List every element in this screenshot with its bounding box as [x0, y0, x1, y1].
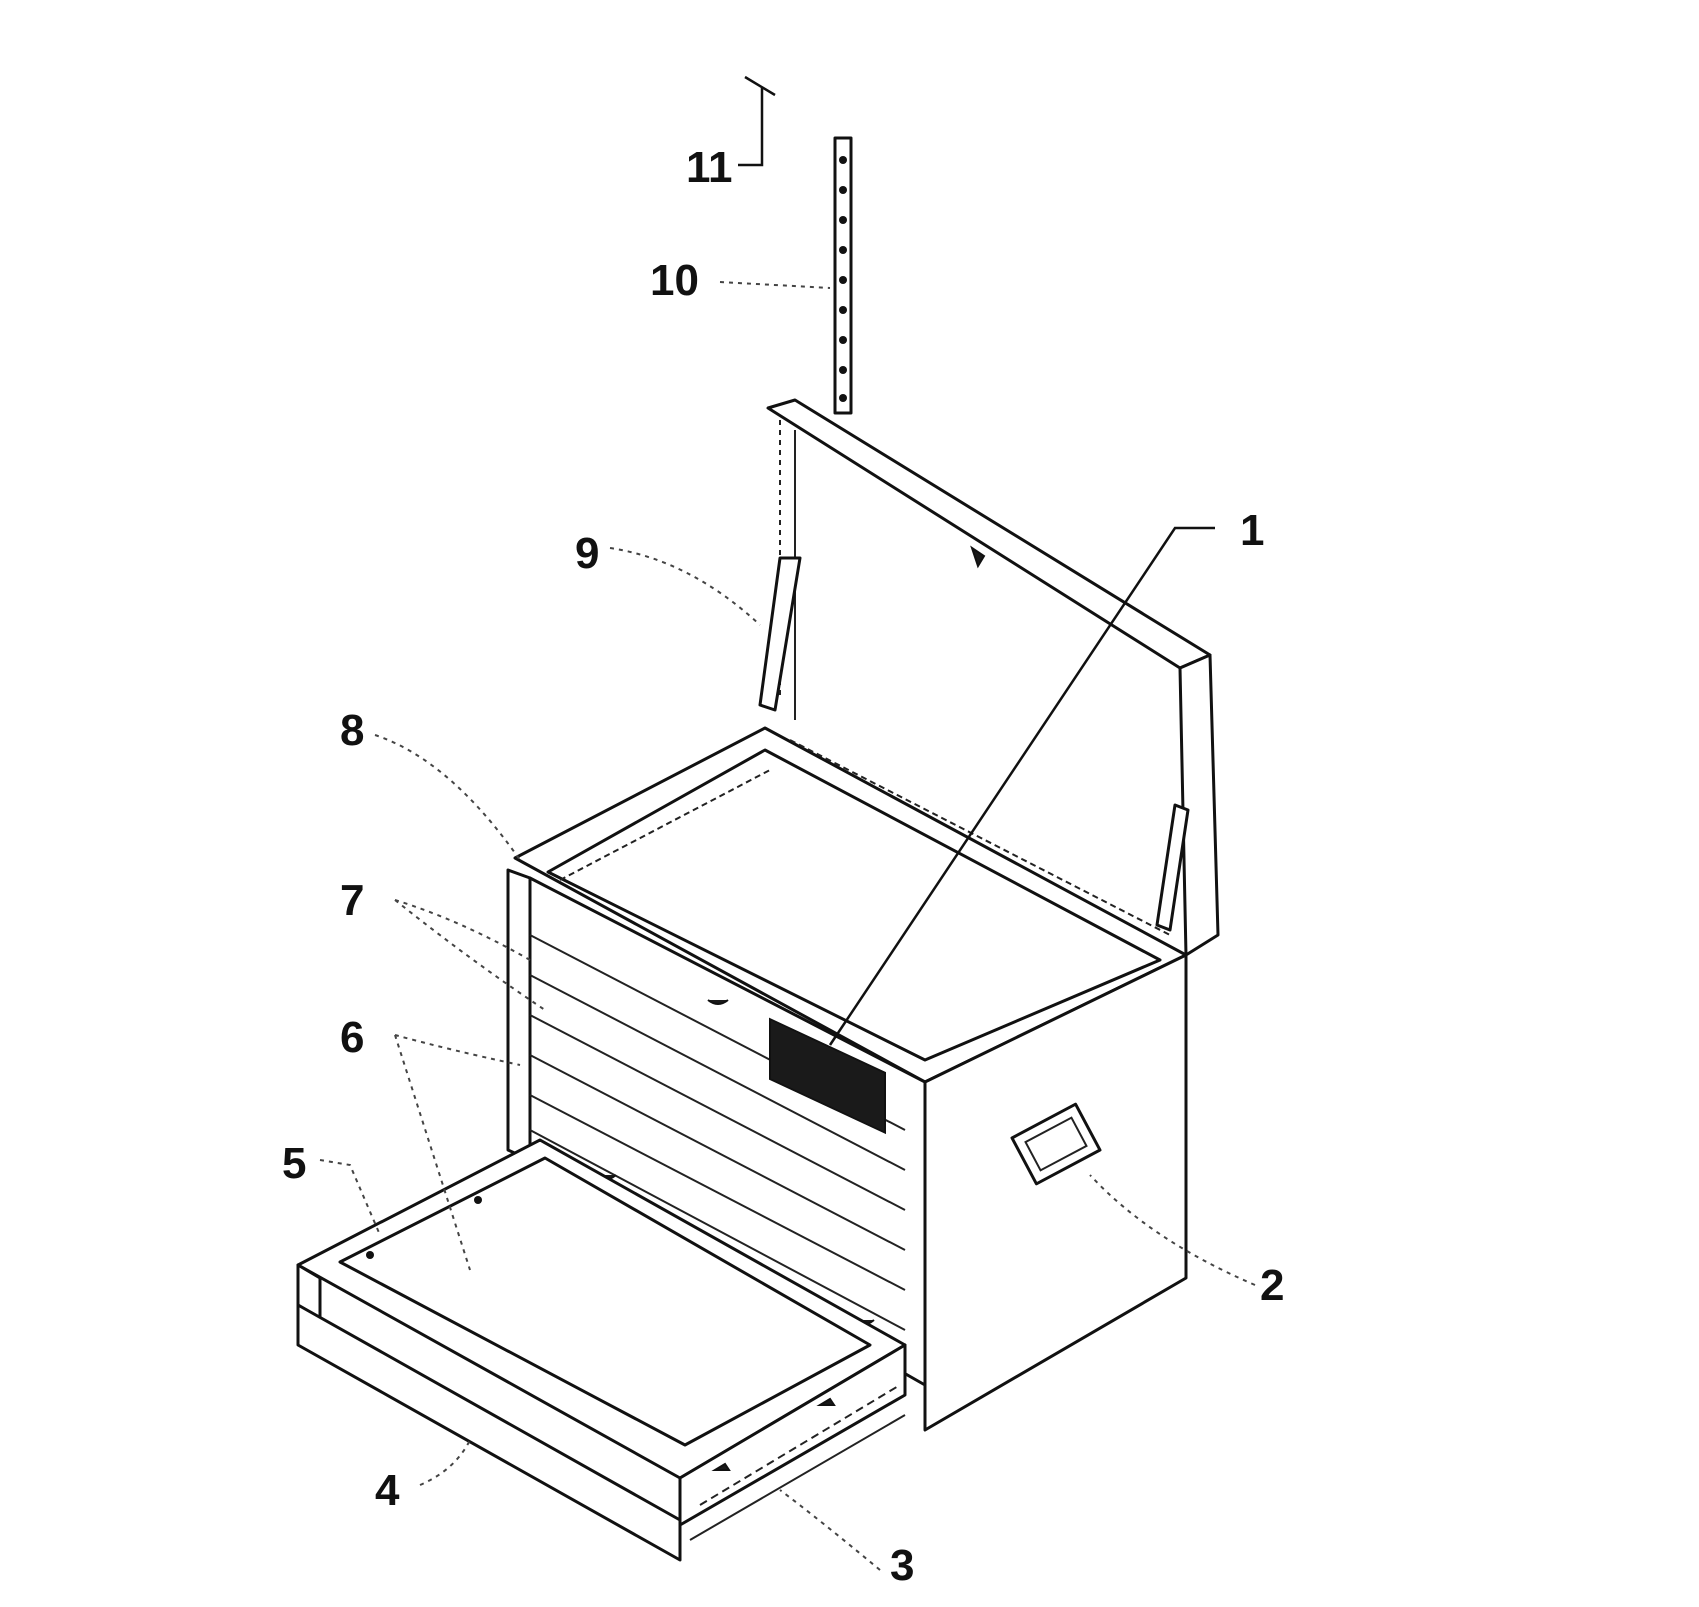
callout-11: 11 [686, 143, 733, 192]
callouts: 11 10 9 8 7 6 5 4 3 2 1 [282, 143, 1284, 1590]
callout-2: 2 [1260, 1261, 1284, 1310]
open-drawer [296, 1138, 907, 1562]
callout-9: 9 [575, 529, 599, 578]
callout-6: 6 [340, 1013, 364, 1062]
callout-5: 5 [282, 1139, 306, 1188]
callout-4: 4 [375, 1466, 400, 1515]
screw [738, 75, 776, 167]
callout-7: 7 [340, 876, 364, 925]
chest-side [923, 953, 1188, 1432]
leader-lines [319, 281, 1256, 1571]
chest-front [506, 868, 927, 1387]
callout-8: 8 [340, 706, 364, 755]
lid [766, 398, 1220, 957]
callout-1: 1 [1240, 506, 1264, 555]
callout-3: 3 [890, 1541, 914, 1590]
callout-10: 10 [650, 256, 699, 305]
lid-stay [758, 556, 1190, 932]
hinge-strip [833, 136, 853, 415]
